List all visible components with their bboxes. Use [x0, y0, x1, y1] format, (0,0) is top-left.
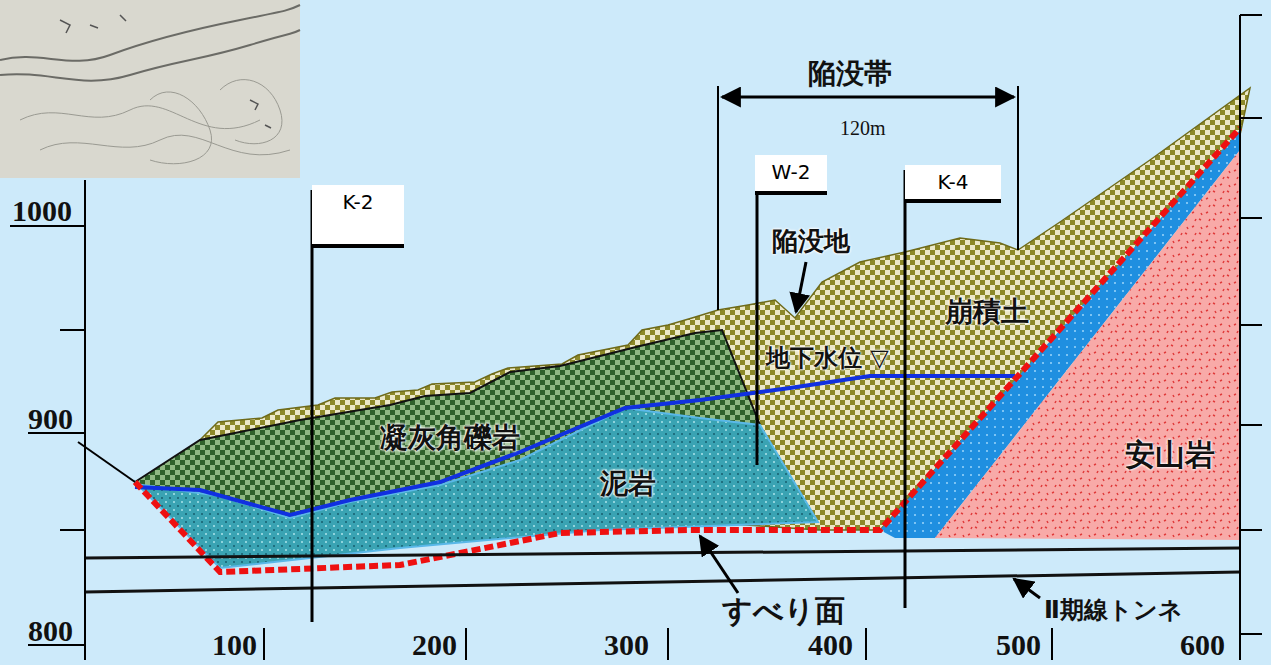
- dimension-value: 120m: [840, 118, 886, 138]
- borehole-tag: K-4: [905, 165, 1001, 203]
- borehole-tag: K-2: [312, 185, 404, 248]
- axis-value: 600: [1180, 630, 1225, 660]
- axis-value: 100: [212, 630, 257, 660]
- tunnel-line: [85, 572, 1240, 592]
- feature-label: 陥没地: [772, 228, 850, 254]
- water-level-label: 地下水位 ▽: [766, 346, 889, 370]
- zone-bracket: [1017, 86, 1019, 250]
- tunnel-label: Ⅱ期線トンネ: [1044, 598, 1183, 622]
- axis-value: 500: [996, 630, 1041, 660]
- borehole-line: [311, 190, 314, 622]
- axis-value: 800: [28, 616, 73, 646]
- leader-arrow: [700, 536, 738, 593]
- layer-label: 泥岩: [600, 470, 656, 498]
- axis-value: 1000: [12, 196, 72, 226]
- axis-value: 200: [412, 630, 457, 660]
- zone-bracket: [717, 86, 719, 310]
- axis-value: 400: [808, 630, 853, 660]
- leader-arrow: [1014, 579, 1040, 598]
- borehole-line: [904, 170, 907, 608]
- slip-surface: [135, 128, 1240, 572]
- groundwater-line: [135, 376, 1015, 515]
- mudstone-layer: [135, 408, 818, 568]
- axis-value: 300: [604, 630, 649, 660]
- axis-value: 900: [28, 404, 73, 434]
- borehole-id: W-2: [765, 161, 817, 183]
- feature-label: すべり面: [722, 596, 845, 626]
- axis: [10, 15, 1262, 660]
- layer-label: 凝灰角礫岩: [380, 424, 520, 452]
- zone-title: 陥没帯: [808, 60, 892, 88]
- layer-label: 安山岩: [1125, 440, 1215, 470]
- borehole-id: K-4: [915, 171, 991, 193]
- borehole-line: [756, 160, 759, 465]
- location-map: [0, 0, 300, 178]
- tunnel-line: [85, 548, 1240, 558]
- dimension-arrow: [722, 96, 1014, 99]
- layer-label: 崩積土: [945, 298, 1029, 326]
- leader-arrow: [796, 262, 806, 312]
- andesite-layer: [935, 150, 1240, 540]
- borehole-id: K-2: [322, 191, 394, 213]
- borehole-tag: W-2: [755, 155, 827, 195]
